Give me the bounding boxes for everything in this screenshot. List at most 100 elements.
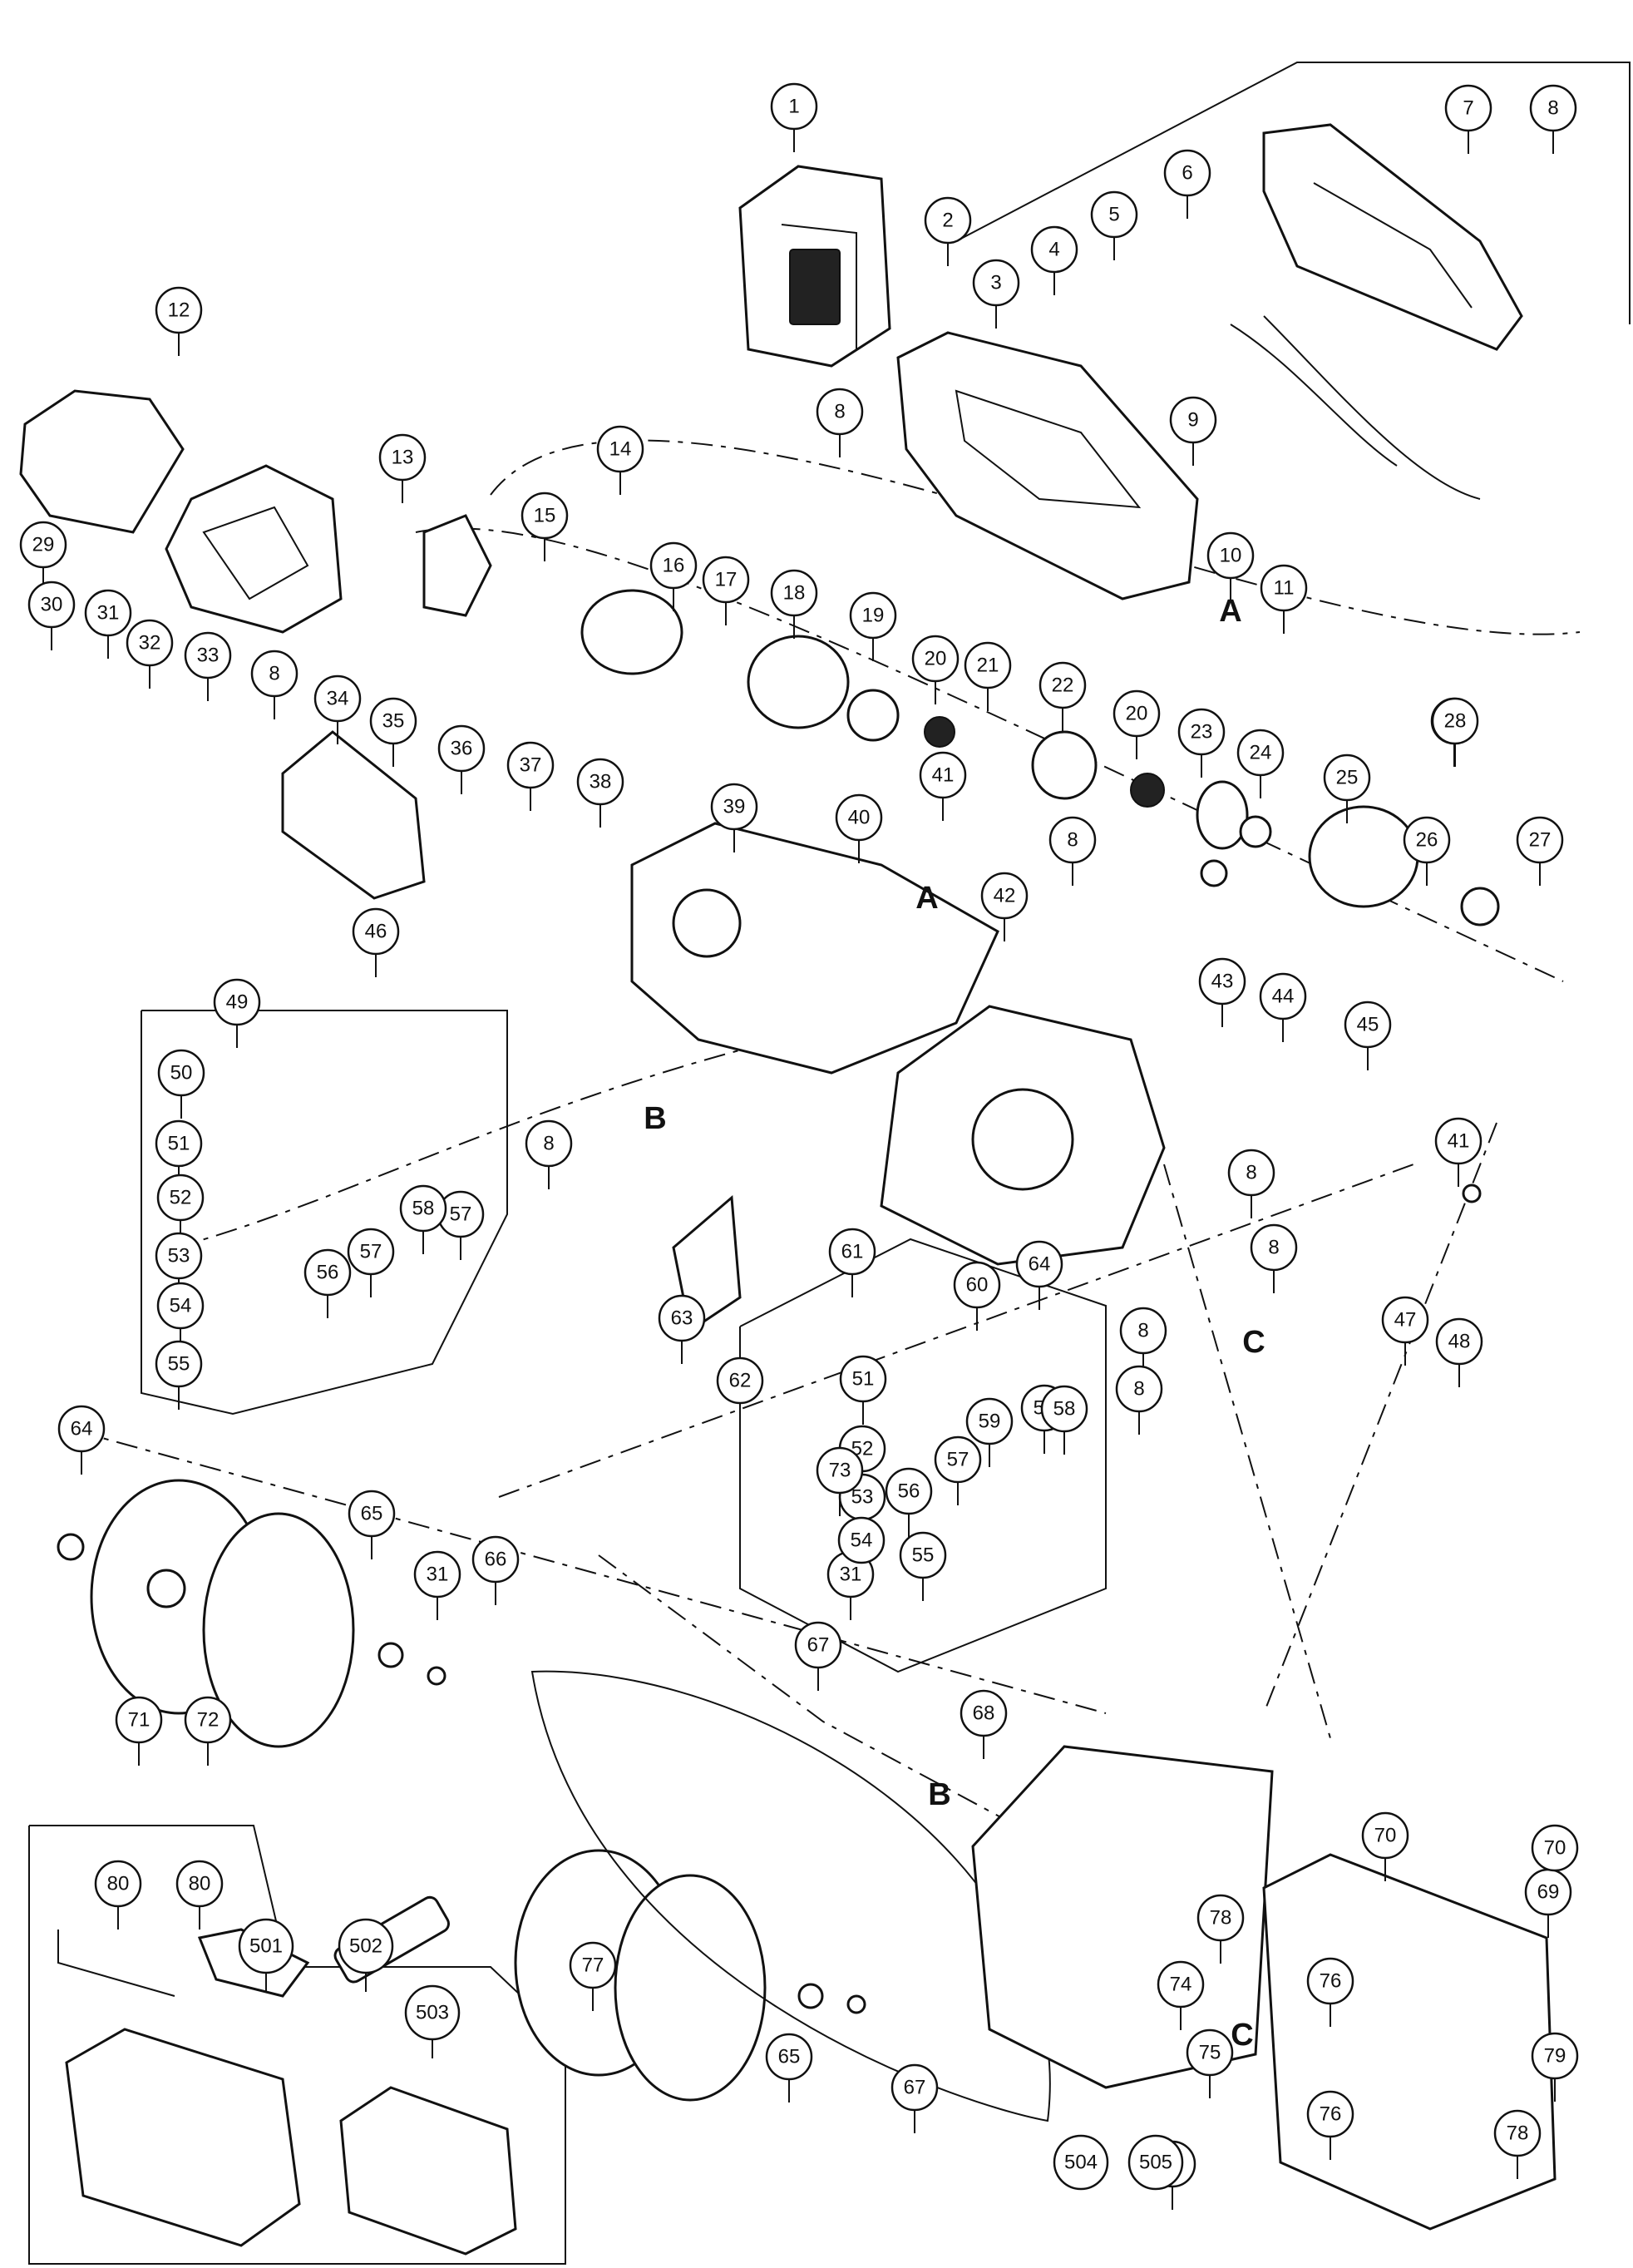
callout-28: 28 [1431,697,1479,745]
callout-number: 69 [1537,1881,1560,1904]
callout-circle [156,1174,205,1222]
callout-number: 57 [360,1241,382,1263]
callout-circle [816,388,864,436]
callout-58: 58 [399,1184,447,1233]
callout-circle [1119,1307,1167,1355]
part-battery [738,165,891,368]
callout-number: 72 [197,1709,220,1732]
callout-6: 6 [1163,149,1211,197]
callout-number: 21 [977,655,999,677]
callout-1: 1 [770,82,818,131]
callout-19: 19 [849,591,897,640]
callout-circle [765,2033,813,2081]
callout-circle [1259,972,1307,1020]
callout-circle [404,1984,461,2041]
callout-7: 7 [1444,84,1492,132]
callout-29: 29 [19,521,67,569]
callout-circle [576,758,624,806]
callout-41: 41 [919,751,967,799]
callout-number: 26 [1416,829,1438,852]
callout-8: 8 [816,388,864,436]
callout-46: 46 [352,907,400,956]
callout-number: 24 [1250,742,1272,764]
callout-circle [57,1405,106,1453]
callout-31: 31 [84,589,132,637]
callout-circle [184,631,232,679]
callout-number: 79 [1544,2045,1566,2068]
callout-69: 69 [1524,1868,1572,1916]
callout-number: 1 [788,96,799,118]
callout-61: 61 [828,1228,876,1276]
callout-72: 72 [184,1696,232,1744]
callout-70: 70 [1361,1811,1409,1860]
callout-12: 12 [155,286,203,334]
callout-number: 20 [1126,703,1148,725]
callout-circle [1250,1223,1298,1272]
callout-circle [1344,1001,1392,1049]
callout-circle [84,589,132,637]
callout-56: 56 [885,1467,933,1515]
callout-number: 58 [412,1198,435,1220]
callout-number: 55 [168,1353,190,1376]
callout-circle [569,1941,617,1989]
callout-number: 8 [1137,1320,1148,1342]
callout-number: 64 [71,1418,93,1440]
callout-circle [770,569,818,617]
callout-circle [1435,1317,1483,1366]
callout-22: 22 [1039,661,1087,709]
reference-letter-b: B [644,1101,666,1136]
callout-circle [837,1516,886,1564]
callout-circle [1177,708,1226,756]
callout-number: 57 [947,1449,969,1471]
callout-circle [27,581,76,629]
callout-circle [1127,2134,1184,2191]
callout-circle [369,697,417,745]
callout-number: 22 [1052,674,1074,697]
callout-circle [1115,1365,1163,1413]
callout-number: 35 [382,710,405,733]
callout-number: 68 [973,1702,995,1725]
callout-70: 70 [1531,1824,1579,1872]
callout-30: 30 [27,581,76,629]
callout-number: 31 [97,602,120,625]
callout-33: 33 [184,631,232,679]
callout-2: 2 [924,196,972,245]
callout-circle [816,1446,864,1495]
callout-number: 75 [1199,2042,1221,2064]
callout-circle [520,492,569,540]
callout-number: 27 [1529,829,1552,852]
callout-circle [1381,1296,1429,1344]
callout-number: 29 [32,534,55,556]
callout-8: 8 [1227,1149,1275,1197]
callout-65: 65 [348,1490,396,1538]
callout-circle [338,1918,394,1974]
callout-circle [471,1535,520,1584]
callout-number: 50 [170,1062,193,1085]
callout-circle [213,978,261,1026]
callout-number: 32 [139,632,161,655]
callout-circle [934,1435,982,1484]
callout-circle [1529,84,1577,132]
callout-number: 42 [994,885,1016,907]
part-gear-case [630,822,1166,1266]
callout-68: 68 [960,1689,1008,1737]
callout-circle [1493,2109,1542,2157]
callout-505: 505 [1127,2134,1184,2191]
callout-number: 18 [783,582,806,605]
callout-circle [1163,149,1211,197]
callout-number: 13 [392,447,414,469]
callout-circle [1431,697,1479,745]
callout-circle [238,1918,294,1974]
callout-circle [1040,1385,1088,1433]
callout-circle [965,1397,1014,1445]
callout-67: 67 [794,1621,842,1669]
callout-number: 19 [862,605,885,627]
callout-circle [649,541,698,590]
callout-number: 504 [1064,2152,1098,2174]
callout-number: 62 [729,1370,752,1392]
callout-number: 17 [715,569,738,591]
callout-circle [1306,2090,1354,2138]
callout-circle [849,591,897,640]
callout-number: 64 [1029,1253,1051,1276]
callout-number: 10 [1220,545,1242,567]
